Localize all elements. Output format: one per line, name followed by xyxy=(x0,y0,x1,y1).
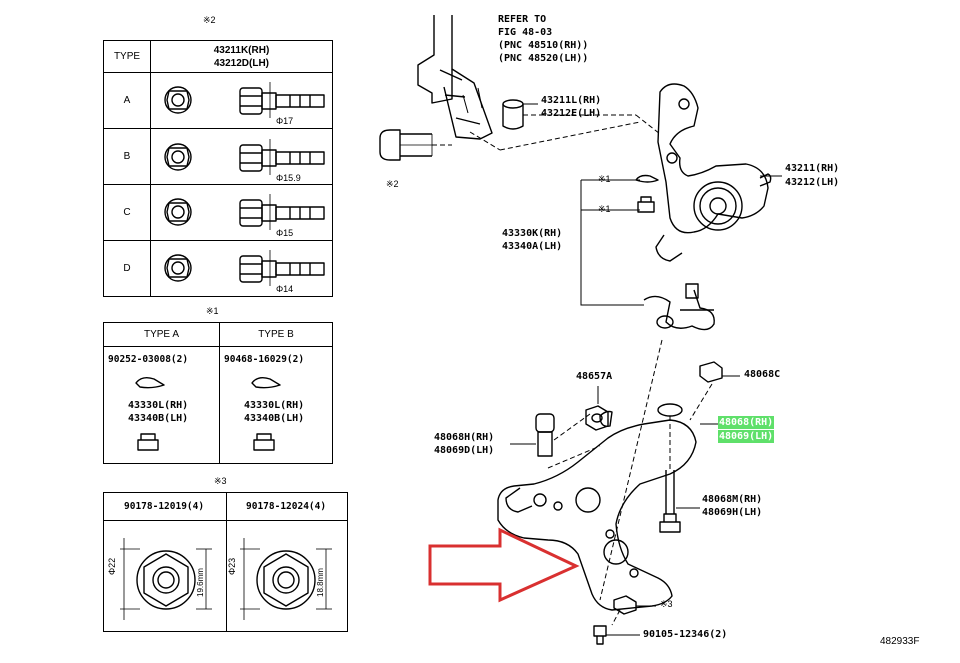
bolt-48068h-lh: 48069D(LH) xyxy=(434,445,495,456)
t1-note: ※2 xyxy=(203,15,216,25)
t2-col-a: TYPE A xyxy=(103,322,220,347)
t2-nut-a-rh: 43330L(RH) xyxy=(128,400,189,411)
bolt-2 xyxy=(379,129,433,161)
t2-nut-a-lh: 43340B(LH) xyxy=(128,413,189,424)
bolt-48068m xyxy=(659,470,681,533)
t1-part-rh: 43211K(RH) xyxy=(213,44,270,56)
bushing-43211l xyxy=(502,99,524,130)
t3-part-a: 90178-12019(4) xyxy=(124,501,205,512)
refer-line-4: (PNC 48520(LH)) xyxy=(498,53,589,64)
arm-lh-label: 48069(LH) xyxy=(718,430,775,443)
ball-joint-lh: 43340A(LH) xyxy=(502,241,563,252)
red-arrow xyxy=(428,527,580,603)
t3-h-b: 18.8mm xyxy=(316,568,325,597)
bolt-48068m-rh: 48068M(RH) xyxy=(702,494,763,505)
knuckle-lh: 43212(LH) xyxy=(785,177,840,188)
knuckle xyxy=(655,83,772,262)
bushing-top-rh: 43211L(RH) xyxy=(541,95,602,106)
t3-h-a: 19.6mm xyxy=(196,568,205,597)
t2-part-b: 90468-16029(2) xyxy=(224,354,305,365)
t1-type-b: B xyxy=(103,128,151,185)
bolt-48068h-rh: 48068H(RH) xyxy=(434,432,495,443)
t2-part-a: 90252-03008(2) xyxy=(108,354,189,365)
hex-nut-table xyxy=(103,492,348,632)
t1-type-a: A xyxy=(103,72,151,129)
bushing-48657a xyxy=(585,405,609,431)
bolt-90105-label: 90105-12346(2) xyxy=(643,629,728,640)
t2-col-b: TYPE B xyxy=(219,322,333,347)
refer-line-1: REFER TO xyxy=(498,14,547,25)
arm-rh-label: 48068(RH) xyxy=(718,416,775,429)
refer-line-3: (PNC 48510(RH)) xyxy=(498,40,589,51)
lower-control-arm xyxy=(497,403,697,611)
t1-dia-c: Φ15 xyxy=(276,228,294,238)
ball-joint-rh: 43330K(RH) xyxy=(502,228,563,239)
pin-note-1: ※1 xyxy=(598,174,611,184)
t3-note: ※3 xyxy=(214,476,227,486)
bushing-top-lh: 43212E(LH) xyxy=(541,108,602,119)
t3-dia-a: Φ22 xyxy=(107,557,117,575)
t1-dia-d: Φ14 xyxy=(276,284,294,294)
bolt-note: ※2 xyxy=(386,179,399,189)
knuckle-rh: 43211(RH) xyxy=(785,163,840,174)
t1-type-c: C xyxy=(103,184,151,241)
t1-type-d: D xyxy=(103,240,151,297)
figure-id: 482933F xyxy=(880,636,920,647)
nut-note: ※3 xyxy=(660,599,673,609)
t1-dia-a: Φ17 xyxy=(276,116,294,126)
t2-nut-b-rh: 43330L(RH) xyxy=(244,400,305,411)
cotter-pin-table: TYPE A TYPE B xyxy=(103,322,333,464)
t1-header-type: TYPE xyxy=(103,40,151,73)
refer-line-2: FIG 48-03 xyxy=(498,27,553,38)
ball-joint xyxy=(643,283,715,331)
nut-48068c-label: 48068C xyxy=(744,369,781,380)
hub-bolt-table: TYPE 43211K(RH) 43212D(LH) A B C D xyxy=(103,40,333,297)
pin-note-2: ※1 xyxy=(598,204,611,214)
nut-48068c xyxy=(699,361,723,383)
t3-part-b: 90178-12024(4) xyxy=(246,501,327,512)
t2-note: ※1 xyxy=(206,306,219,316)
bushing-48657a-label: 48657A xyxy=(576,371,613,382)
strut-bracket xyxy=(417,15,493,140)
t2-nut-b-lh: 43340B(LH) xyxy=(244,413,305,424)
t1-part-lh: 43212D(LH) xyxy=(213,57,270,69)
t3-dia-b: Φ23 xyxy=(227,557,237,575)
bolt-48068h xyxy=(535,413,555,457)
bolt-48068m-lh: 48069H(LH) xyxy=(702,507,763,518)
t1-dia-b: Φ15.9 xyxy=(276,173,301,183)
